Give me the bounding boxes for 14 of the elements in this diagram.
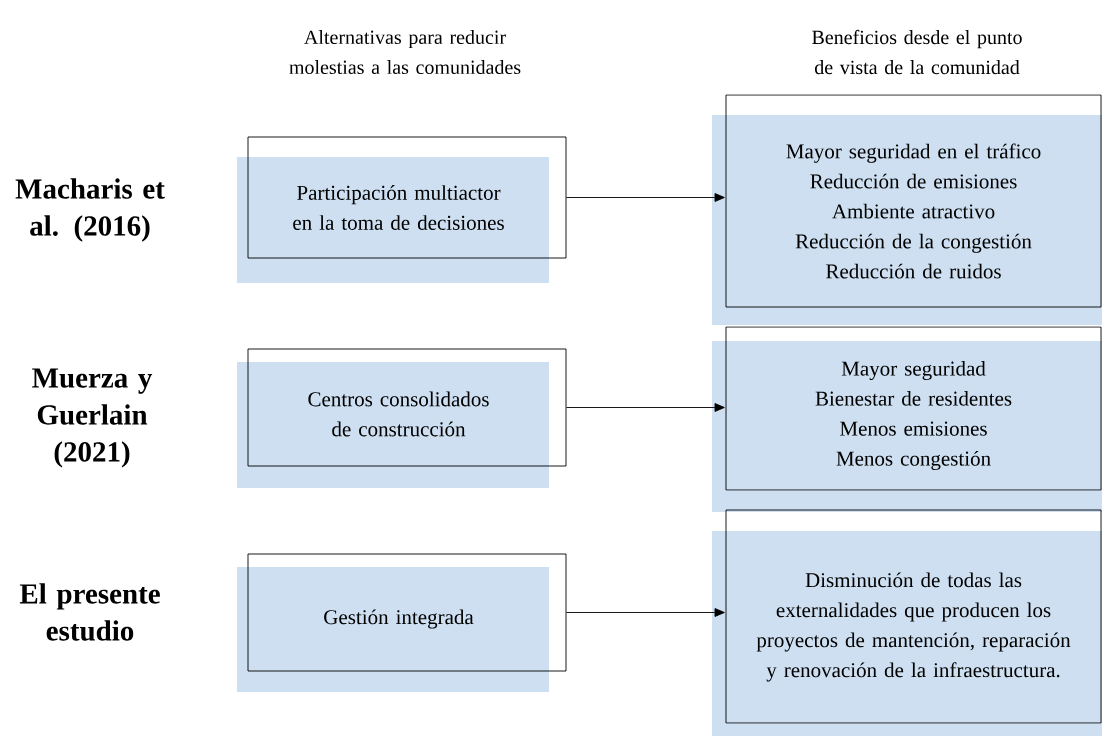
text-box: Disminución de todas las externalidades que producen los proyectos de mantención, reparación y renovación de la infraestructura. [712,509,1102,736]
text-box: Gestión integrada [237,553,567,692]
text-box: Mayor seguridad en el tráfico Reducción de emisiones Ambiente atractivo Reducción de la congestión Reducción de ruidos [712,94,1102,325]
text-box: Centros consolidados de construcción [237,348,567,488]
column-header: Beneficios desde el punto de vista de la comunidad [812,29,1022,75]
text-box: Mayor seguridad Bienestar de residentes Menos emisiones Menos congestión [712,326,1102,512]
text-box: Participación multiactor en la toma de decisiones [237,136,567,283]
arrow [566,608,725,617]
column-header: Alternativas para reducir molestias a las comunidades [289,29,521,75]
row-label: Macharis et al. (2016) [15,178,165,242]
arrow [566,403,725,412]
row-label: El presente estudio [19,583,160,641]
arrow [566,193,725,202]
row-label: Muerza y Guerlain (2021) [32,368,153,468]
